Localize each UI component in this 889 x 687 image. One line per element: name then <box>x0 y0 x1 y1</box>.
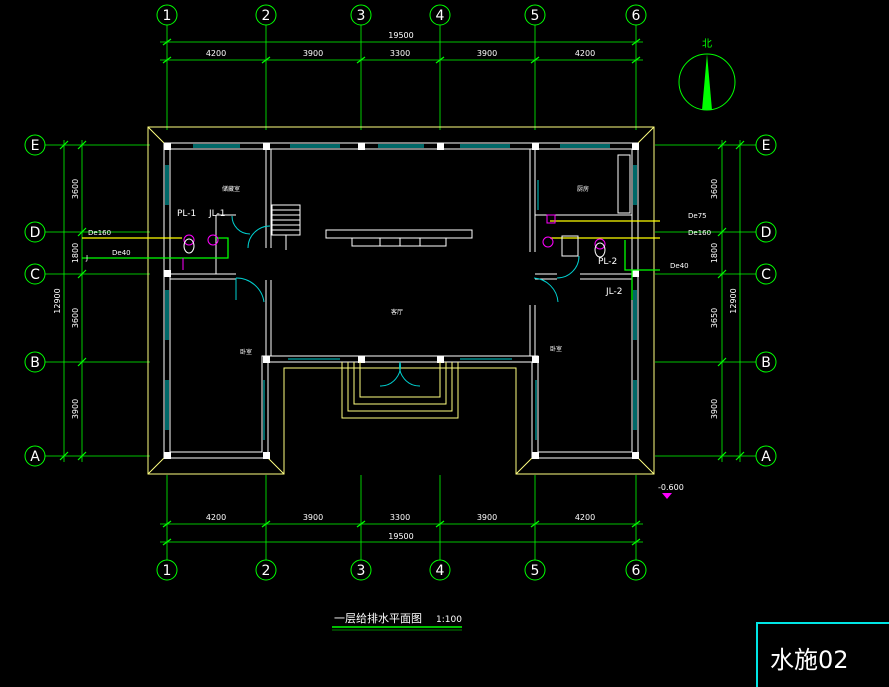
elevation-label: -0.600 <box>658 483 684 492</box>
axis-3-top: 3 <box>357 8 366 24</box>
interior-walls <box>170 149 632 356</box>
dimension-ticks <box>59 38 745 546</box>
entrance-steps <box>341 362 459 419</box>
de40-right-label: De40 <box>670 262 689 270</box>
axis-3-bottom: 3 <box>357 563 366 579</box>
axis-4-top: 4 <box>436 8 445 24</box>
axis-2-bottom: 2 <box>262 563 271 579</box>
total-height-left: 12900 <box>53 288 62 313</box>
row-span-1-right: 3600 <box>710 179 719 199</box>
structural-columns <box>164 143 639 459</box>
axis-D-left: D <box>30 225 41 241</box>
de160-left-label: De160 <box>88 229 111 237</box>
axis-2-top: 2 <box>262 8 271 24</box>
axis-E-right: E <box>762 138 771 154</box>
jl1-label: JL-1 <box>208 209 225 219</box>
row-axis-bubbles <box>24 134 777 467</box>
col-span-1-top: 4200 <box>206 49 226 58</box>
col-span-3-bottom: 3300 <box>390 513 410 522</box>
row-span-1-left: 3600 <box>71 179 80 199</box>
col-span-3-top: 3300 <box>390 49 410 58</box>
de40-left-label: De40 <box>112 249 131 257</box>
north-arrow <box>678 53 736 111</box>
valve-mark-j: J <box>85 254 88 262</box>
elevation-marker <box>662 493 672 499</box>
hall-partition <box>325 229 473 247</box>
windows <box>165 144 637 440</box>
room-hall-label: 客厅 <box>391 308 403 316</box>
col-span-4-bottom: 3900 <box>477 513 497 522</box>
kitchen-counter <box>617 154 631 214</box>
column-axis-bubbles <box>156 4 647 581</box>
title-block <box>756 622 889 687</box>
axis-C-right: C <box>761 267 771 283</box>
row-span-3-left: 3600 <box>71 308 80 328</box>
supply-pipes <box>82 220 660 239</box>
axis-5-top: 5 <box>531 8 540 24</box>
drain-pipes <box>82 237 660 300</box>
sanitary-fixtures <box>183 235 606 258</box>
axis-B-right: B <box>761 355 771 371</box>
room-bedroom-left-label: 卧室 <box>240 348 252 356</box>
room-storage-label: 储藏室 <box>222 185 240 193</box>
row-span-2-left: 1800 <box>71 243 80 263</box>
axis-B-left: B <box>30 355 40 371</box>
row-span-4-left: 3900 <box>71 399 80 419</box>
row-span-4-right: 3900 <box>710 399 719 419</box>
axis-5-bottom: 5 <box>531 563 540 579</box>
axis-E-left: E <box>31 138 40 154</box>
drawing-title: 一层给排水平面图 <box>334 611 422 625</box>
axis-C-left: C <box>30 267 40 283</box>
total-width-bottom: 19500 <box>388 532 413 541</box>
axis-6-bottom: 6 <box>632 563 641 579</box>
col-span-1-bottom: 4200 <box>206 513 226 522</box>
stair <box>271 204 301 250</box>
sheet-number: 水施02 <box>770 646 849 674</box>
axis-4-bottom: 4 <box>436 563 445 579</box>
axis-D-right: D <box>761 225 772 241</box>
row-span-3-right: 3650 <box>710 308 719 328</box>
col-span-5-top: 4200 <box>575 49 595 58</box>
pl1-label: PL-1 <box>177 209 196 219</box>
col-span-5-bottom: 4200 <box>575 513 595 522</box>
pl2-label: PL-2 <box>598 257 617 267</box>
axis-A-right: A <box>761 449 771 465</box>
doors <box>231 215 580 387</box>
total-width-top: 19500 <box>388 31 413 40</box>
row-span-2-right: 1800 <box>710 243 719 263</box>
room-bedroom-right-label: 卧室 <box>550 345 562 353</box>
north-label: 北 <box>702 38 712 50</box>
total-height-right: 12900 <box>729 288 738 313</box>
axis-1-bottom: 1 <box>163 563 172 579</box>
axis-A-left: A <box>30 449 40 465</box>
de75-right-label: De75 <box>688 212 707 220</box>
de160-right-label: De160 <box>688 229 711 237</box>
grid-lines <box>45 25 756 560</box>
plumbing-fixtures <box>182 214 606 270</box>
drawing-scale: 1:100 <box>436 615 462 625</box>
col-span-2-top: 3900 <box>303 49 323 58</box>
dimension-lines <box>63 41 741 543</box>
axis-1-top: 1 <box>163 8 172 24</box>
eave-outline <box>147 126 655 475</box>
jl2-label: JL-2 <box>605 287 622 297</box>
col-span-2-bottom: 3900 <box>303 513 323 522</box>
col-span-4-top: 3900 <box>477 49 497 58</box>
room-kitchen-label: 厨房 <box>577 185 589 193</box>
axis-6-top: 6 <box>632 8 641 24</box>
